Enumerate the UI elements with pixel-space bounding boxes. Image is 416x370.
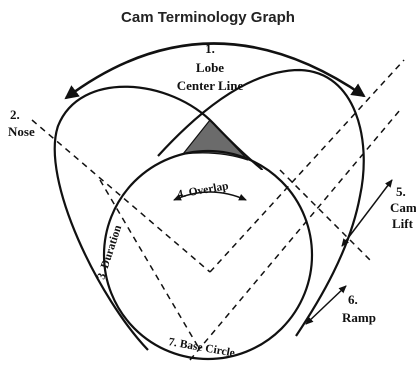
base-circle xyxy=(102,149,314,361)
base-circle-label: 7. Base Circle xyxy=(167,336,235,359)
right-cam-lobe xyxy=(157,68,365,337)
ramp-arrow xyxy=(305,285,347,325)
ramp-number: 6. xyxy=(348,292,358,307)
cam-lift-label-1: Cam xyxy=(390,200,416,215)
left-cam-lobe xyxy=(53,85,264,351)
lobe-center-line-label-1: Lobe xyxy=(196,60,224,75)
cam-lift-label-2: Lift xyxy=(392,216,414,231)
nose-label: Nose xyxy=(8,124,35,139)
overlap-arrow xyxy=(173,191,247,201)
diagram-title: Cam Terminology Graph xyxy=(121,9,295,26)
overlap-label: 4. Overlap xyxy=(176,180,229,201)
ramp-label: Ramp xyxy=(342,310,376,325)
lobe-center-line-number: 1. xyxy=(205,41,215,56)
cam-lift-arrow xyxy=(341,179,393,247)
nose-number: 2. xyxy=(10,107,20,122)
right-center-line xyxy=(209,59,405,273)
duration-left-line xyxy=(99,179,201,351)
lobe-center-line-label-2: Center Line xyxy=(177,78,244,93)
cam-lift-number: 5. xyxy=(396,184,406,199)
duration-label: 3. Duration xyxy=(95,223,124,281)
lobe-center-arc xyxy=(64,42,366,100)
